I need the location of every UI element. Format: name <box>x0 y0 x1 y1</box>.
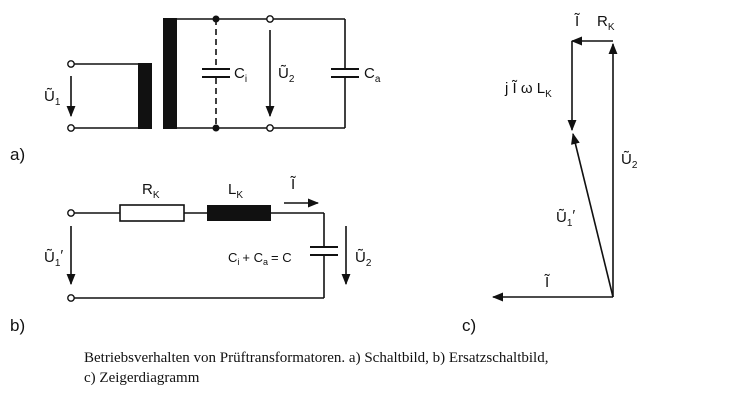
current-label-b: Ĩ <box>290 176 296 193</box>
panel-c-phasor-diagram <box>491 36 618 302</box>
panel-b-label: b) <box>10 316 25 335</box>
u2-label-c: Ũ2 <box>621 151 638 171</box>
figure-caption: Betriebsverhalten von Prüftransformatore… <box>84 348 724 388</box>
bottom-current-label: Ĩ <box>544 274 550 291</box>
panel-a-schematic <box>66 18 359 129</box>
panel-b-equivalent-circuit <box>66 198 351 299</box>
panel-b-labels: b) Ũ1′ RK LK Ĩ Ci+ Ca= C Ũ2 <box>10 176 372 335</box>
u1-label: Ũ1 <box>44 88 61 108</box>
u1-prime-phasor <box>571 132 614 298</box>
top-rk-label: RK <box>597 13 615 33</box>
ceq-label: Ci+ Ca= C <box>228 250 292 267</box>
rk-label: RK <box>142 181 160 201</box>
panel-c-labels: c) Ĩ RK j Ĩ ω LK Ũ2 Ũ1′ Ĩ <box>462 13 638 335</box>
panel-a-label: a) <box>10 145 25 164</box>
primary-winding <box>138 63 152 129</box>
top-current-label: Ĩ <box>574 13 580 30</box>
panel-c-label: c) <box>462 316 476 335</box>
lk-label: LK <box>228 181 243 201</box>
panel-a-nodes <box>67 15 274 132</box>
jiwl-label: j Ĩ ω LK <box>504 80 552 100</box>
caption-line-2: c) Zeigerdiagramm <box>84 370 200 386</box>
panel-b-nodes <box>67 209 75 302</box>
panel-a-labels: a) Ũ1 Ci Ũ2 Ca <box>10 65 381 164</box>
u1-prime-label-c: Ũ1′ <box>556 207 575 229</box>
ci-label: Ci <box>234 65 247 85</box>
secondary-winding <box>163 18 177 129</box>
lk-inductor <box>207 205 271 221</box>
u2-label-b: Ũ2 <box>355 249 372 269</box>
u2-label-a: Ũ2 <box>278 65 295 85</box>
rk-resistor <box>119 204 185 222</box>
caption-line-1: Betriebsverhalten von Prüftransformatore… <box>84 350 549 366</box>
u1-prime-label-b: Ũ1′ <box>44 247 63 269</box>
ca-label: Ca <box>364 65 381 85</box>
